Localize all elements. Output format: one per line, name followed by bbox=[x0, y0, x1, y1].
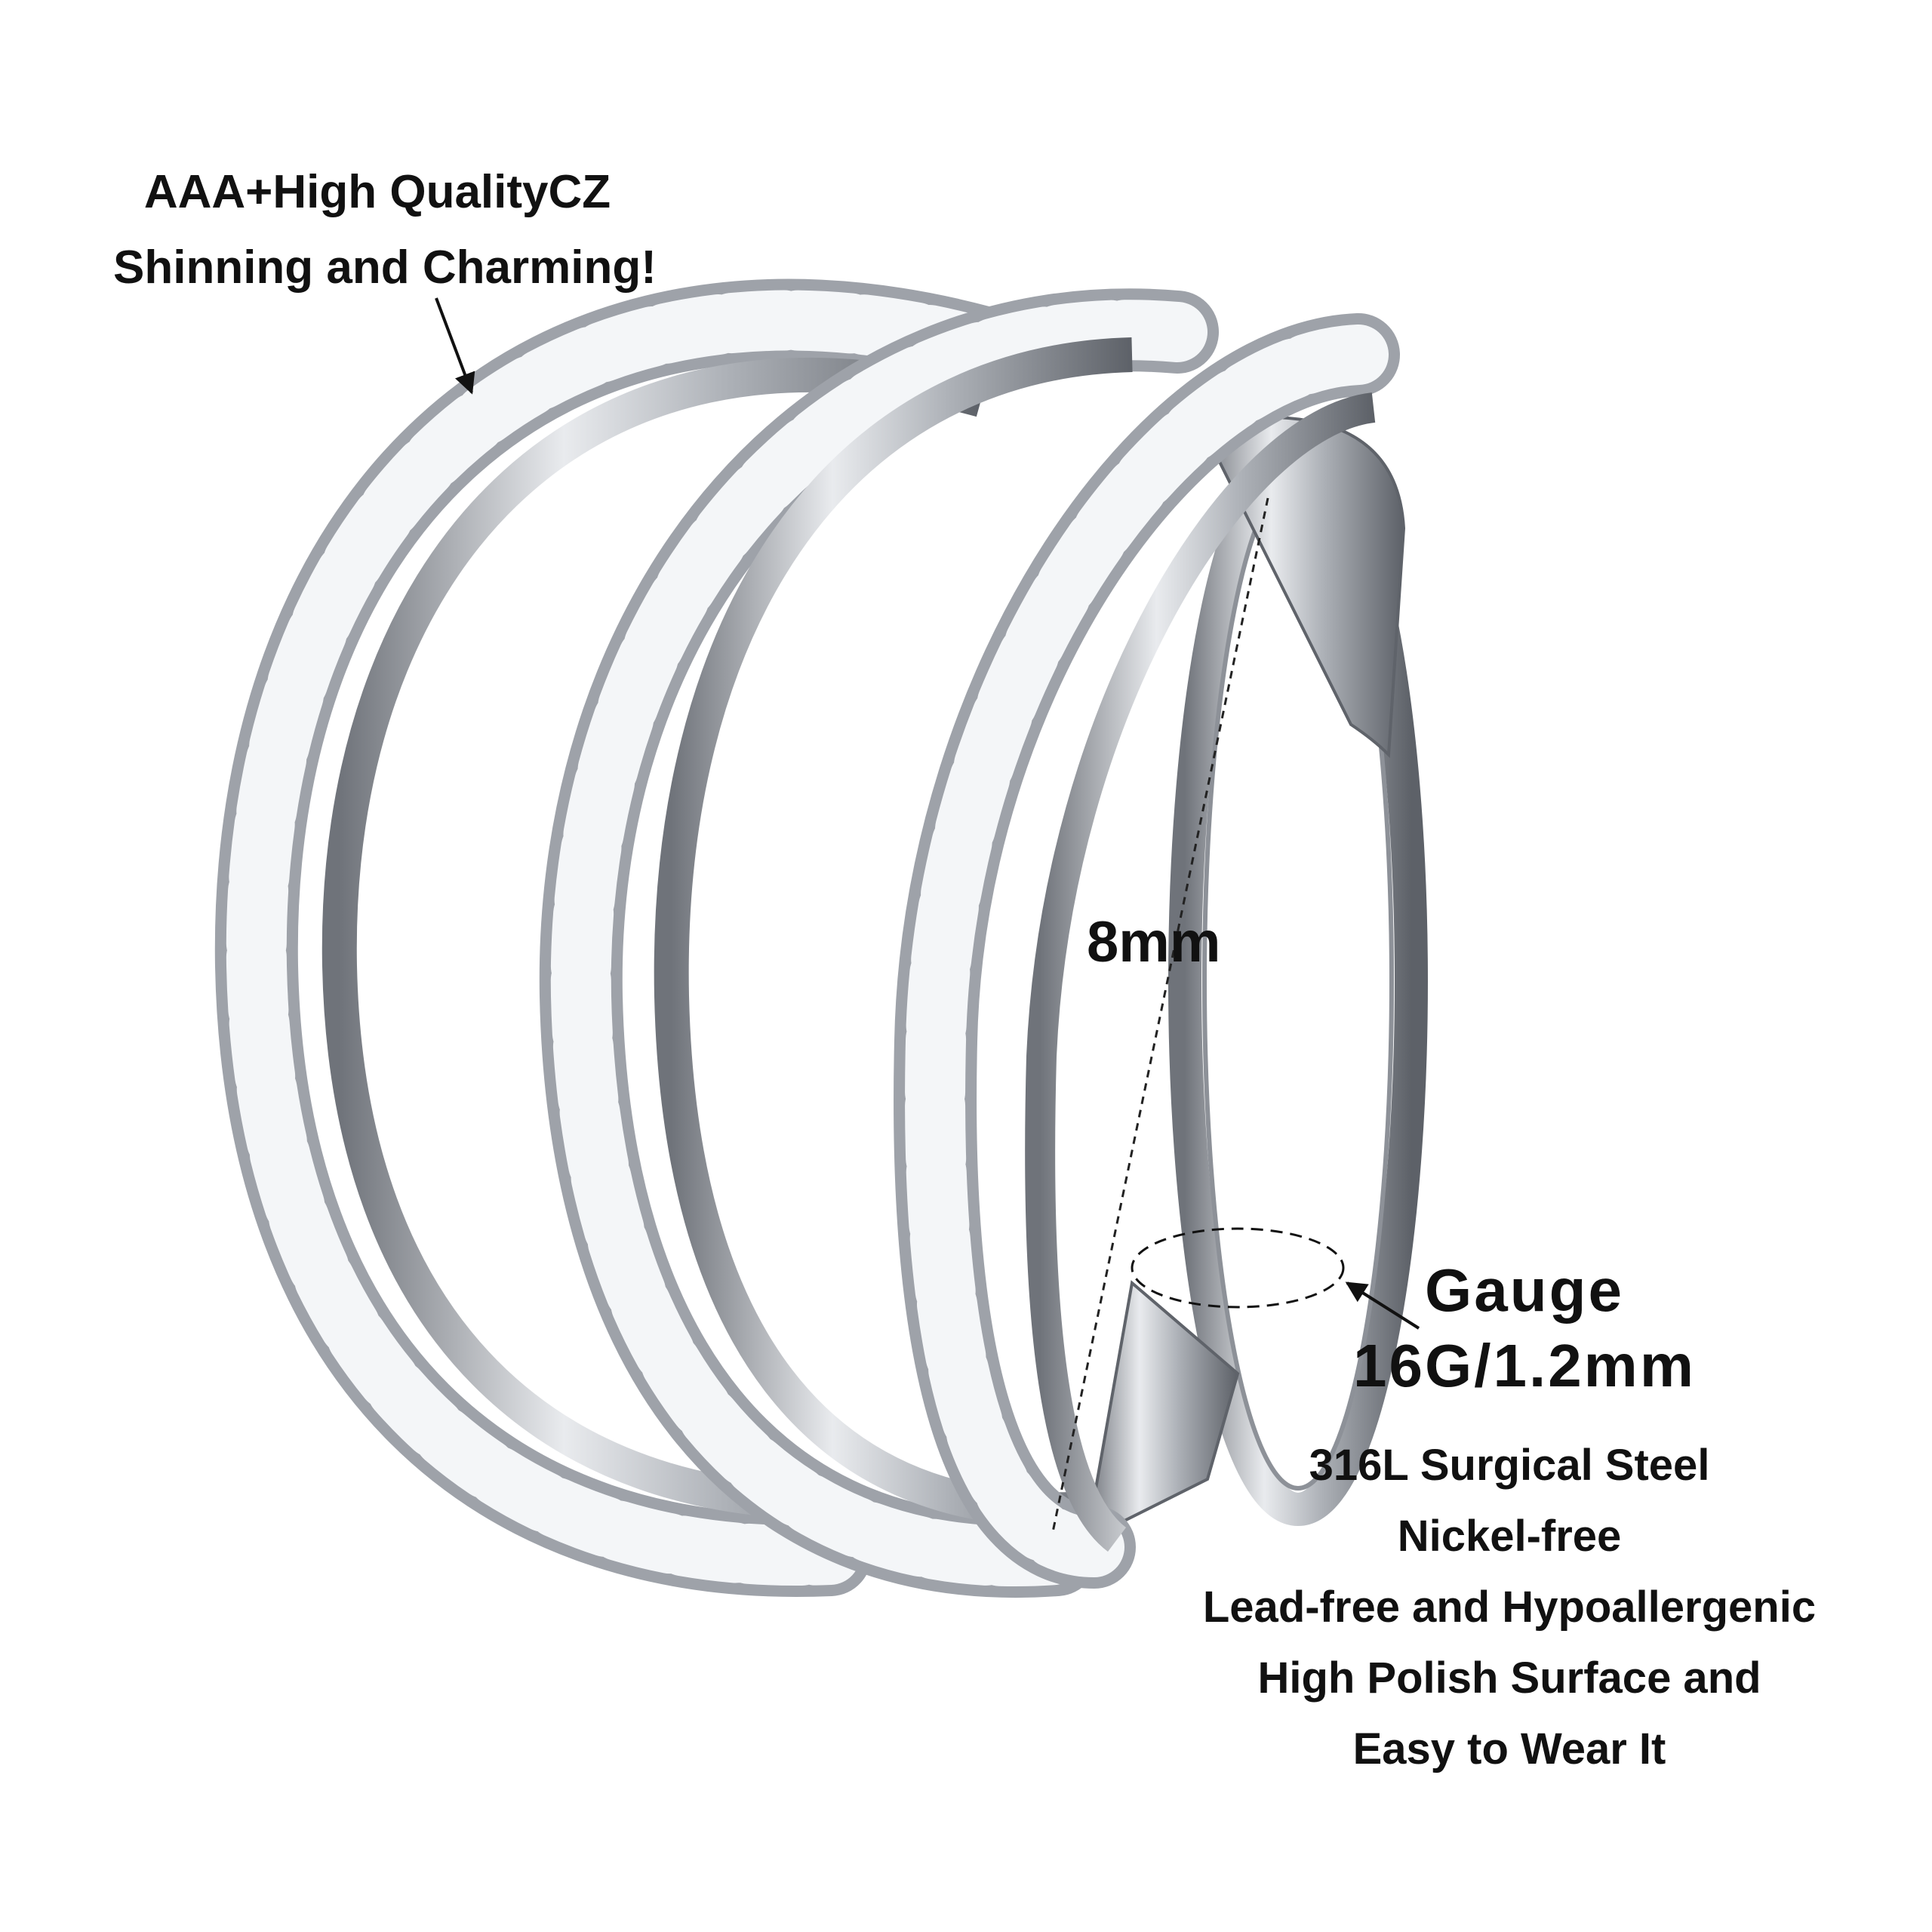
feature-item: High Polish Surface and bbox=[1257, 1654, 1761, 1703]
diameter-label: 8mm bbox=[1087, 910, 1221, 974]
gauge-caption: Gauge 16G/1.2mm bbox=[1328, 1253, 1721, 1404]
gauge-indicator-ellipse bbox=[1131, 1227, 1345, 1309]
cz-quality-line-1: AAA+High QualityCZ bbox=[143, 166, 611, 218]
middle-cz-band bbox=[539, 288, 1219, 1598]
gauge-title: Gauge bbox=[1425, 1257, 1624, 1324]
cz-quality-line-2: Shinning and Charming! bbox=[113, 242, 657, 294]
cz-quality-caption: AAA+High QualityCZ Shinning and Charming… bbox=[113, 155, 657, 306]
gauge-arrow bbox=[1345, 1281, 1420, 1330]
outer-cz-band bbox=[214, 278, 1023, 1597]
cz-arrow bbox=[435, 297, 475, 395]
feature-item: Easy to Wear It bbox=[1352, 1724, 1666, 1774]
gauge-value: 16G/1.2mm bbox=[1353, 1332, 1696, 1399]
feature-list: 316L Surgical Steel Nickel-free Lead-fre… bbox=[1132, 1430, 1887, 1785]
feature-item: Lead-free and Hypoallergenic bbox=[1202, 1583, 1817, 1632]
feature-item: 316L Surgical Steel bbox=[1309, 1441, 1710, 1490]
inner-cz-band bbox=[894, 313, 1400, 1589]
feature-item: Nickel-free bbox=[1397, 1512, 1622, 1561]
